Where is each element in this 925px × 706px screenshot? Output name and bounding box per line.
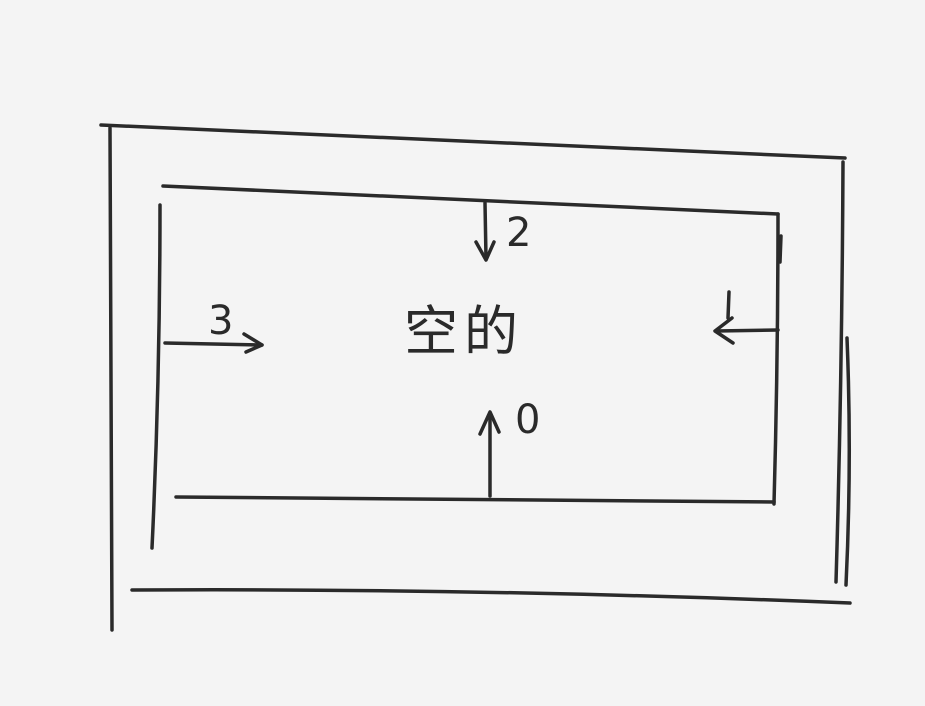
right-arrow-shaft [714,328,780,333]
left-arrow-shaft [163,341,264,347]
bottom-arrow-head [478,410,501,436]
top-arrow-head [474,240,496,262]
inner-frame-right [772,212,780,506]
right-arrow [713,290,780,345]
bottom-arrow [478,410,501,498]
outer-frame-top [99,123,847,160]
left-arrow [163,332,264,354]
right-arrow-head [713,316,735,345]
top-arrow [474,201,496,262]
center-label: 空的 [404,300,524,363]
outer-frame-right [834,160,845,584]
top-label: 2 [506,210,531,256]
inner-frame-right-tick [778,234,783,264]
outer-frame-left [108,126,114,632]
right-arrow-stem-mark [726,290,731,320]
outer-frame [99,123,852,632]
outer-frame-bottom [130,588,852,605]
bottom-label: 0 [515,397,540,443]
inner-frame-bottom [174,495,776,504]
inner-frame-left [150,203,162,550]
left-label: 3 [208,298,233,344]
top-arrow-shaft [483,201,488,260]
left-arrow-head [242,332,264,354]
inner-frame [150,184,783,550]
inner-frame-top [161,184,780,216]
outer-frame-right-extra [844,336,852,587]
